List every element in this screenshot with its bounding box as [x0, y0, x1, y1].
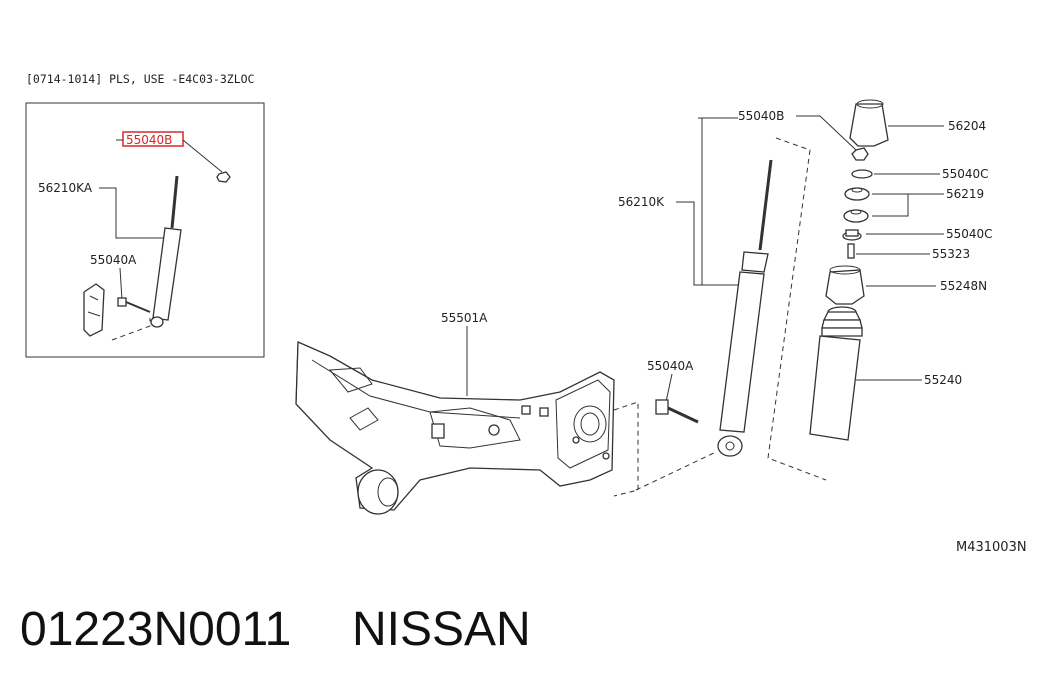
- rear-axle-beam-icon: [295, 341, 615, 515]
- inset-bolt-label: 55040A: [90, 253, 137, 267]
- bolt-label: 55040A: [647, 359, 694, 373]
- highlight-box[interactable]: [122, 131, 184, 147]
- bushing-label: 56219: [946, 187, 984, 201]
- washer-top-icon: [851, 169, 873, 179]
- axle-beam-label: 55501A: [441, 311, 488, 325]
- dust-boot-icon: [809, 306, 863, 441]
- nut-icon: [851, 147, 869, 161]
- mount-cap-label: 56204: [948, 119, 986, 133]
- shock-absorber-icon: [717, 159, 773, 457]
- inset-bolt-icon: [117, 297, 151, 313]
- brand-text: NISSAN: [352, 603, 531, 656]
- washer-bottom-icon: [842, 229, 862, 241]
- inset-shock-label: 56210KA: [38, 181, 93, 195]
- part-number-text: 01223N0011: [20, 603, 291, 656]
- inset-nut-icon: [216, 171, 231, 183]
- washer-top-label: 55040C: [942, 167, 989, 181]
- spacer-label: 55323: [932, 247, 970, 261]
- inset-bracket-icon: [83, 283, 105, 337]
- inset-panel: 55040B 56210KA 55040A: [25, 102, 265, 358]
- washer-bottom-label: 55040C: [946, 227, 993, 241]
- bushing-upper-icon: [844, 187, 870, 201]
- bump-stop-label: 55248N: [940, 279, 987, 293]
- dust-boot-label: 55240: [924, 373, 962, 387]
- inset-highlight-label[interactable]: 55040B: [126, 133, 172, 147]
- nut-label: 55040B: [738, 109, 784, 123]
- shock-absorber-label: 56210K: [618, 195, 665, 209]
- mount-cap-icon: [849, 99, 889, 147]
- diagram-code: M431003N: [956, 540, 1027, 555]
- bushing-lower-icon: [843, 209, 869, 223]
- inset-shock-absorber-icon: [150, 175, 182, 328]
- spacer-icon: [847, 243, 855, 259]
- header-note: [0714-1014] PLS, USE -E4C03-3ZLOC: [26, 72, 255, 86]
- bump-stop-icon: [825, 265, 865, 305]
- bolt-icon: [655, 399, 699, 424]
